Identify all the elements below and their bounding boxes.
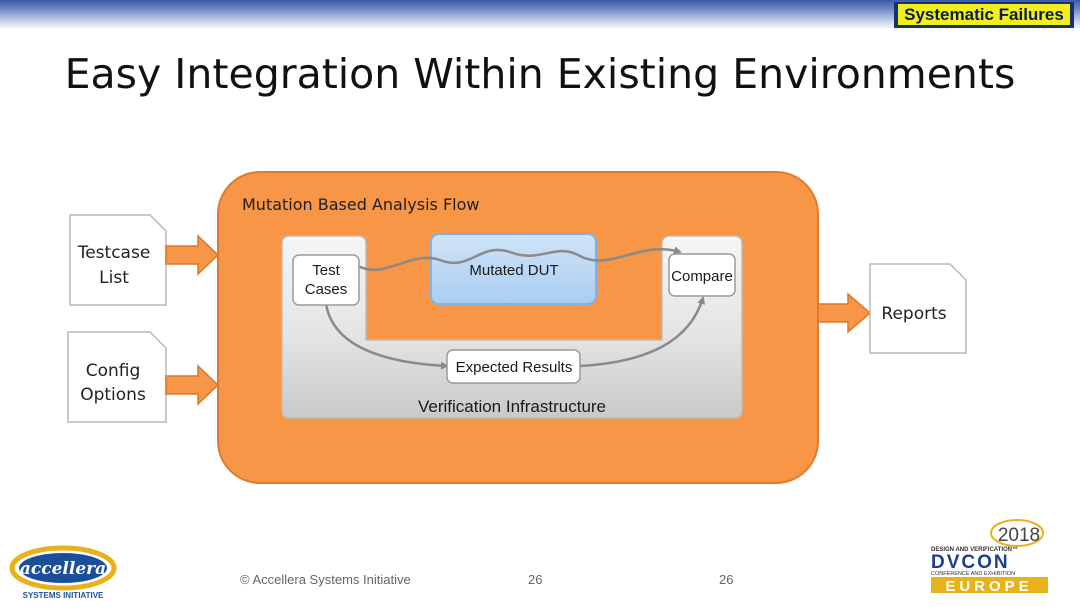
test-cases-label-line1: Test bbox=[312, 262, 340, 279]
testcase-list-document: Testcase List bbox=[69, 214, 167, 306]
reports-arrow bbox=[817, 292, 872, 334]
dvcon-europe-logo: 2018 DESIGN AND VERIFICATION™ DVCON CONF… bbox=[931, 519, 1048, 595]
page-number-center: 26 bbox=[528, 572, 543, 587]
expected-path-arrow-in bbox=[324, 303, 449, 370]
config-label-line2: Options bbox=[80, 385, 146, 405]
dvcon-year: 2018 bbox=[998, 525, 1040, 546]
test-cases-label-line2: Cases bbox=[305, 281, 348, 298]
section-badge-label: Systematic Failures bbox=[898, 4, 1070, 25]
copyright-text: © Accellera Systems Initiative bbox=[240, 572, 411, 587]
accellera-logo-text: accellera bbox=[20, 559, 106, 579]
test-cases-block bbox=[292, 254, 360, 306]
slide-title: Easy Integration Within Existing Environ… bbox=[64, 50, 1016, 98]
dvcon-top-text: DESIGN AND VERIFICATION™ bbox=[931, 546, 1018, 553]
flow-title: Mutation Based Analysis Flow bbox=[242, 195, 480, 214]
config-options-document: Config Options bbox=[67, 331, 167, 423]
mutated-dut-label: Mutated DUT bbox=[469, 262, 558, 279]
verification-infrastructure-block bbox=[281, 235, 743, 419]
reports-label: Reports bbox=[881, 304, 946, 324]
compare-label: Compare bbox=[671, 268, 733, 285]
expected-results-block bbox=[446, 349, 581, 384]
testcase-label-line2: List bbox=[99, 268, 129, 288]
testcase-label-line1: Testcase bbox=[77, 243, 151, 263]
expected-results-label: Expected Results bbox=[456, 359, 573, 376]
dvcon-region: EUROPE bbox=[945, 578, 1032, 595]
config-label-line1: Config bbox=[86, 361, 141, 381]
dut-path-arrow bbox=[357, 246, 682, 272]
accellera-subtitle: SYSTEMS INITIATIVE bbox=[23, 591, 104, 600]
expected-path-arrow-out bbox=[579, 296, 706, 368]
dvcon-name: DVCON bbox=[931, 552, 1010, 573]
dvcon-subtitle: CONFERENCE AND EXHIBITION bbox=[931, 571, 1015, 577]
infrastructure-label: Verification Infrastructure bbox=[418, 397, 606, 416]
page-number-right: 26 bbox=[719, 572, 734, 587]
dvcon-region-bar bbox=[931, 577, 1048, 593]
testcase-arrow bbox=[165, 234, 220, 276]
compare-block bbox=[668, 253, 736, 297]
accellera-logo: accellera SYSTEMS INITIATIVE bbox=[9, 545, 117, 600]
section-badge: Systematic Failures bbox=[894, 2, 1074, 28]
config-arrow bbox=[165, 364, 220, 406]
reports-document: Reports bbox=[869, 263, 967, 354]
